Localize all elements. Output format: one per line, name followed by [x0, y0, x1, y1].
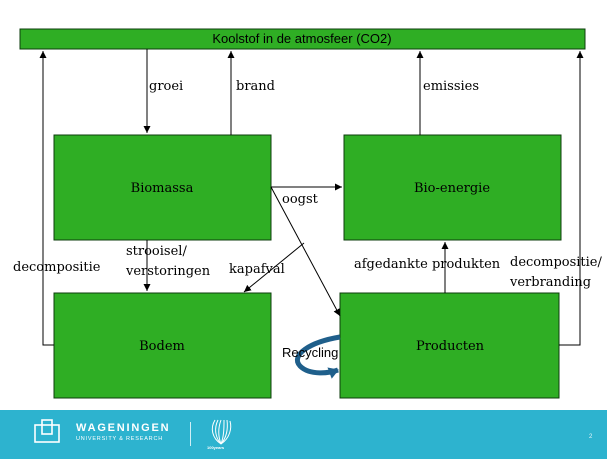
footer-bar: WAGENINGEN UNIVERSITY & RESEARCH 100year… — [0, 410, 607, 459]
afgedankte-label: afgedankte produkten — [354, 257, 501, 272]
recycling-icon — [295, 334, 341, 379]
bodem-label: Bodem — [139, 339, 185, 354]
decompositie-left-arrow — [39, 51, 54, 346]
page-number: 2 — [589, 434, 593, 440]
producten-box — [339, 292, 560, 399]
decompositie-right-label: decompositie/ — [510, 255, 603, 270]
bio-energie-label: Bio-energie — [414, 181, 490, 196]
biomassa-box — [53, 134, 272, 241]
oogst-producten-arrow — [270, 186, 341, 317]
logo-name: WAGENINGEN — [76, 422, 171, 434]
recycling-label: Recycling — [282, 345, 338, 360]
footer-divider — [190, 422, 191, 446]
oogst-label: oogst — [282, 192, 319, 207]
decompositie-right-arrow — [559, 51, 584, 346]
strooisel-label: strooisel/ — [126, 244, 187, 259]
kapafval-label: kapafval — [229, 262, 285, 277]
emissies-label: emissies — [423, 79, 479, 94]
groei-label: groei — [149, 79, 183, 94]
bodem-box — [53, 292, 272, 399]
anniversary-emblem-icon — [211, 419, 232, 445]
anniversary-label: 100years — [207, 445, 225, 450]
biomassa-label: Biomassa — [131, 181, 194, 196]
atmosphere-label: Koolstof in de atmosfeer (CO2) — [212, 31, 391, 46]
verstoringen-label: verstoringen — [125, 264, 211, 279]
atmosphere-box — [19, 28, 586, 50]
kapafval-arrow — [243, 242, 305, 293]
bio-energie-box — [343, 134, 562, 241]
producten-label: Producten — [416, 339, 485, 354]
verbranding-label: verbranding — [509, 275, 591, 290]
decompositie-left-label: decompositie — [13, 260, 101, 275]
logo-subtitle: UNIVERSITY & RESEARCH — [76, 436, 163, 442]
brand-label: brand — [236, 79, 275, 94]
wageningen-logo-icon — [34, 419, 60, 443]
